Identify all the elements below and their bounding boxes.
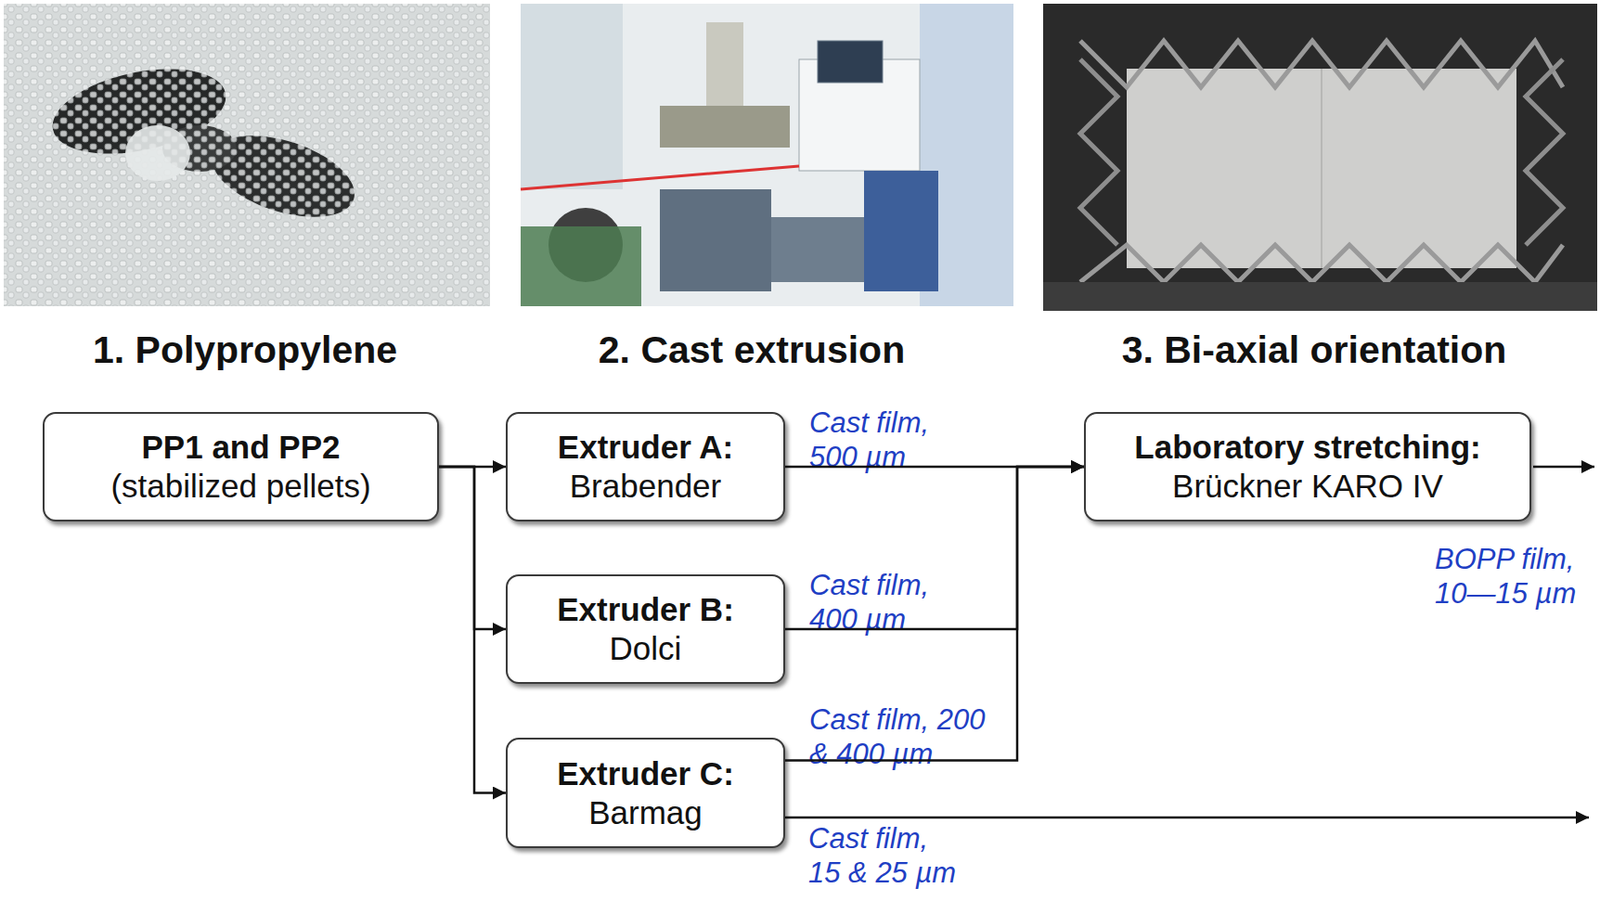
film-label: Cast film, 15 & 25 µm xyxy=(808,821,962,891)
stretcher-photo xyxy=(1043,3,1598,311)
pantograph xyxy=(1525,59,1563,246)
pellet-texture xyxy=(3,3,491,307)
box-heading: Extruder B: xyxy=(556,590,735,630)
photo-background xyxy=(520,3,1014,307)
flow-arrow xyxy=(438,466,506,794)
box-heading: Extruder A: xyxy=(557,427,734,467)
roll-frame xyxy=(520,226,642,307)
extruder-photo xyxy=(520,3,1014,307)
flow-arrow xyxy=(438,465,506,469)
step-heading: 2. Cast extrusion xyxy=(598,328,905,373)
wall-panel xyxy=(520,3,623,190)
film-label: Cast film, 500 µm xyxy=(809,405,968,475)
output-arrow xyxy=(1533,465,1595,469)
extruder-barrel xyxy=(659,105,790,148)
output-arrow xyxy=(785,816,1589,820)
film-label: BOPP film, 10—15 µm xyxy=(1434,541,1595,611)
box-text: Brückner KARO IV xyxy=(1172,466,1444,506)
stretched-film xyxy=(1126,68,1517,269)
box-text: Barmag xyxy=(588,793,703,833)
stretching-box: Laboratory stretching:Brückner KARO IV xyxy=(1083,412,1532,522)
pellet-heap xyxy=(125,125,191,181)
gear-motor xyxy=(771,217,865,283)
photo-background xyxy=(1043,3,1598,311)
flow-arrow xyxy=(785,465,1084,469)
box-heading: Extruder C: xyxy=(556,754,735,794)
flow-arrow xyxy=(785,466,1084,762)
hopper xyxy=(706,22,744,106)
blue-cabinet xyxy=(864,170,939,292)
film-seam xyxy=(1320,68,1323,269)
machine-frame xyxy=(1043,282,1598,311)
film-label: Cast film, 400 µm xyxy=(809,567,968,637)
extruder-box: Extruder B:Dolci xyxy=(505,574,786,684)
box-text: Dolci xyxy=(609,629,683,669)
pellet-photo xyxy=(3,3,491,307)
pantograph xyxy=(1080,40,1563,88)
box-text: Brabender xyxy=(569,466,722,506)
box-heading: PP1 and PP2 xyxy=(141,427,341,467)
film-label: Cast film, 200 & 400 µm xyxy=(809,702,1012,772)
box-text: (stabilized pellets) xyxy=(110,466,371,506)
gear-motor xyxy=(659,189,772,292)
photo-background xyxy=(3,3,491,307)
pantograph xyxy=(1080,245,1563,283)
extruder-box: Extruder A:Brabender xyxy=(505,412,786,522)
pantograph xyxy=(1080,59,1118,246)
step-heading: 1. Polypropylene xyxy=(92,328,398,373)
flow-arrow xyxy=(438,466,506,630)
box-heading: Laboratory stretching: xyxy=(1134,427,1481,467)
extruder-box: Extruder C:Barmag xyxy=(505,737,786,849)
red-cable xyxy=(520,166,800,190)
step-heading: 3. Bi-axial orientation xyxy=(1122,328,1508,373)
material-box: PP1 and PP2(stabilized pellets) xyxy=(42,412,439,522)
flow-arrow xyxy=(785,466,1084,630)
monitor xyxy=(817,40,883,83)
